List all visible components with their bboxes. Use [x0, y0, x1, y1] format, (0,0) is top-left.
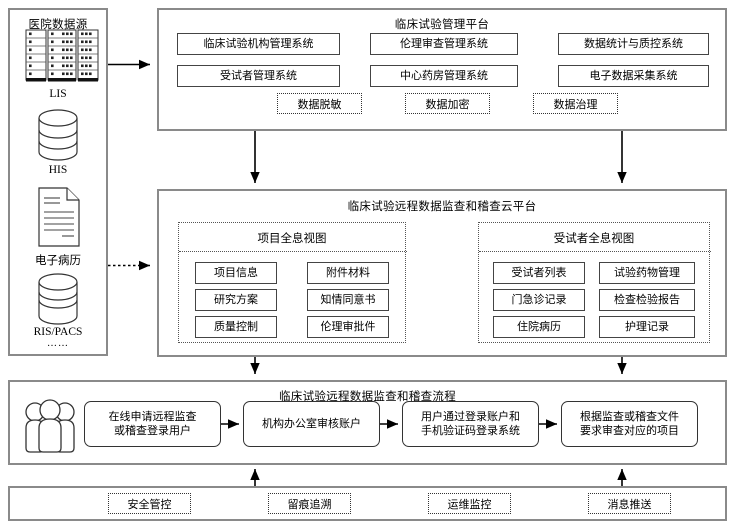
view-item-outpatient-records[interactable]: 门急诊记录	[493, 289, 585, 311]
subject-holographic-view-title: 受试者全息视图	[553, 233, 635, 245]
view-item-project-info[interactable]: 项目信息	[195, 262, 277, 284]
project-view-divider	[179, 251, 407, 252]
subject-view-divider	[479, 251, 711, 252]
process-title: 临床试验远程数据监查和稽查流程	[279, 391, 456, 403]
tag-data-desensitization[interactable]: 数据脱敏	[277, 93, 362, 114]
view-item-subject-list[interactable]: 受试者列表	[493, 262, 585, 284]
module-data-statistics-qc[interactable]: 数据统计与质控系统	[558, 33, 709, 55]
view-item-informed-consent[interactable]: 知情同意书	[307, 289, 389, 311]
cloud-platform-title: 临床试验远程数据监查和稽查云平台	[347, 201, 537, 213]
source-label-his: HIS	[48, 164, 68, 176]
module-edc-system[interactable]: 电子数据采集系统	[558, 65, 709, 87]
process-step-2-label: 机构办公室审核账户	[262, 417, 361, 430]
source-label-lis: LIS	[49, 88, 67, 100]
hospital-data-source-title: 医院数据源	[28, 19, 88, 31]
source-ellipsis: ……	[47, 338, 69, 349]
view-item-nursing-records[interactable]: 护理记录	[599, 316, 695, 338]
view-item-ethics-approval[interactable]: 伦理审批件	[307, 316, 389, 338]
database-cylinder-icon-ris	[8, 272, 108, 326]
view-item-research-protocol[interactable]: 研究方案	[195, 289, 277, 311]
view-item-examination-reports[interactable]: 检查检验报告	[599, 289, 695, 311]
process-step-2[interactable]: 机构办公室审核账户	[243, 401, 380, 447]
management-platform-title: 临床试验管理平台	[394, 19, 490, 31]
module-subject-management[interactable]: 受试者管理系统	[177, 65, 340, 87]
view-item-trial-drug-management[interactable]: 试验药物管理	[599, 262, 695, 284]
view-item-attachments[interactable]: 附件材料	[307, 262, 389, 284]
view-item-quality-control[interactable]: 质量控制	[195, 316, 277, 338]
users-group-icon	[20, 398, 80, 456]
module-ethics-review[interactable]: 伦理审查管理系统	[370, 33, 518, 55]
module-central-pharmacy[interactable]: 中心药房管理系统	[370, 65, 518, 87]
process-step-1-label: 在线申请远程监查 或稽查登录用户	[108, 410, 197, 437]
module-clinical-trial-institution[interactable]: 临床试验机构管理系统	[177, 33, 340, 55]
tag-data-governance[interactable]: 数据治理	[533, 93, 618, 114]
tag-operations-monitoring[interactable]: 运维监控	[428, 493, 511, 514]
process-step-4-label: 根据监查或稽查文件 要求审查对应的项目	[580, 410, 679, 437]
source-label-rispacs: RIS/PACS	[33, 326, 83, 338]
view-item-inpatient-records[interactable]: 住院病历	[493, 316, 585, 338]
tag-audit-trail[interactable]: 留痕追溯	[268, 493, 351, 514]
process-step-1[interactable]: 在线申请远程监查 或稽查登录用户	[84, 401, 221, 447]
database-cylinder-icon	[8, 108, 108, 162]
tag-security-control[interactable]: 安全管控	[108, 493, 191, 514]
process-step-4[interactable]: 根据监查或稽查文件 要求审查对应的项目	[561, 401, 698, 447]
tag-message-push[interactable]: 消息推送	[588, 493, 671, 514]
server-rack-icon	[8, 28, 108, 86]
tag-data-encryption[interactable]: 数据加密	[405, 93, 490, 114]
process-step-3-label: 用户通过登录账户和 手机验证码登录系统	[421, 410, 520, 437]
project-holographic-view-title: 项目全息视图	[257, 233, 327, 245]
process-step-3[interactable]: 用户通过登录账户和 手机验证码登录系统	[402, 401, 539, 447]
source-label-emr: 电子病历	[35, 255, 81, 267]
document-icon	[8, 186, 108, 250]
